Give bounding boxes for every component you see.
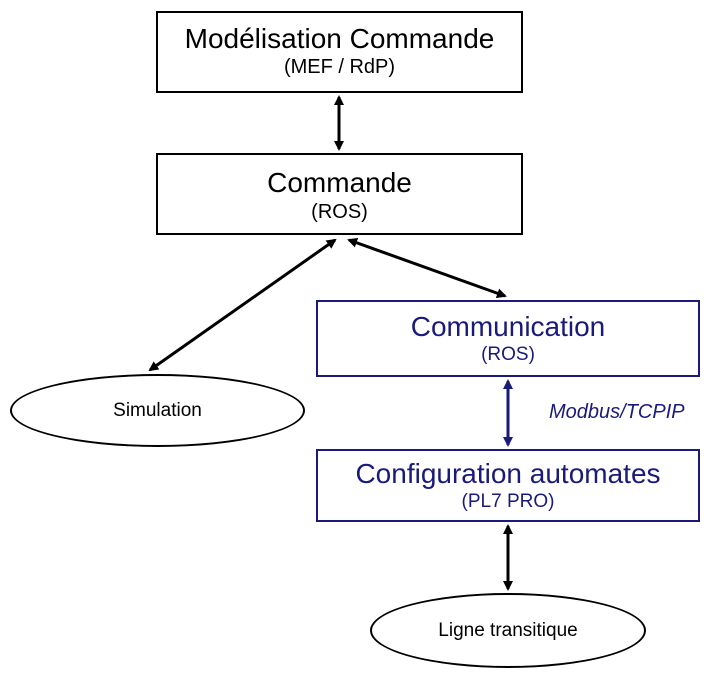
arrow-commande-communication (347, 237, 507, 299)
node-title: Commande (267, 167, 412, 198)
node-communication: Communication (ROS) (316, 300, 700, 377)
node-simulation: Simulation (10, 374, 305, 447)
node-title: Modélisation Commande (184, 23, 495, 54)
node-configuration-automates: Configuration automates (PL7 PRO) (316, 449, 700, 522)
node-ligne-transitique: Ligne transitique (370, 593, 646, 668)
node-subtitle: (PL7 PRO) (461, 491, 555, 512)
arrow-commande-simulation (148, 238, 337, 372)
node-title: Communication (410, 311, 606, 342)
node-subtitle: (ROS) (311, 201, 368, 223)
node-title: Configuration automates (355, 458, 661, 489)
node-modelisation-commande: Modélisation Commande (MEF / RdP) (156, 11, 523, 93)
edge-label-modbus: Modbus/TCPIP (549, 401, 685, 423)
node-subtitle: (MEF / RdP) (283, 56, 396, 78)
node-commande: Commande (ROS) (156, 153, 523, 235)
node-subtitle: (ROS) (481, 344, 535, 365)
